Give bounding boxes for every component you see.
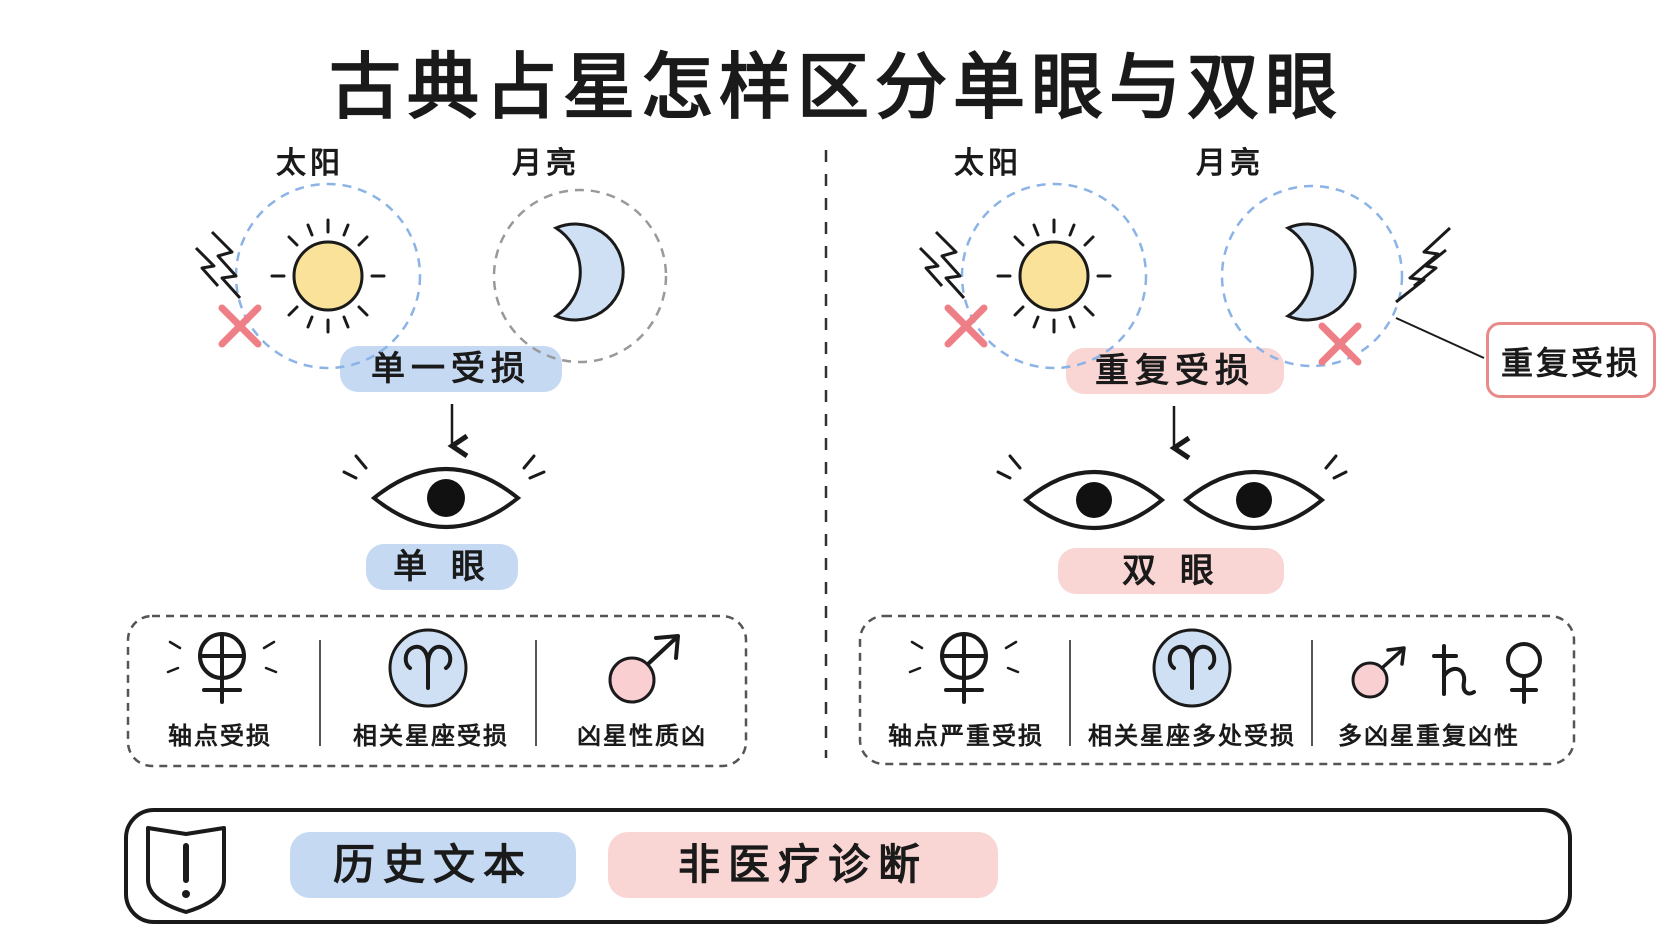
- left-factor-label-2: 相关星座受损: [353, 722, 509, 750]
- right-sun-cross-icon: [944, 304, 988, 348]
- left-sun-cross-icon: [218, 304, 262, 348]
- right-eye-right-icon: [1182, 454, 1348, 530]
- footer-tag-not-medical: 非医疗诊断: [608, 832, 998, 898]
- right-point-glyph-icon: [908, 632, 1020, 704]
- right-venus-glyph-icon: [1506, 642, 1542, 704]
- right-factor-label-3: 多凶星重复凶性: [1338, 722, 1520, 750]
- right-sun-icon: [960, 182, 1148, 370]
- right-factor-label-2: 相关星座多处受损: [1088, 722, 1296, 750]
- left-factor-label-3: 凶星性质凶: [577, 722, 707, 750]
- left-eye-icon: [342, 454, 546, 529]
- right-factor-label-1: 轴点严重受损: [888, 722, 1044, 750]
- left-sun-label: 太阳: [276, 146, 344, 181]
- double-eye-pill: 双 眼: [1058, 548, 1284, 594]
- single-affliction-pill: 单一受损: [340, 346, 562, 392]
- right-saturn-glyph-icon: [1432, 644, 1476, 696]
- callout-leader-line: [1395, 317, 1485, 359]
- right-mars-glyph-icon: [1351, 646, 1406, 699]
- right-moon-lightning-icon: [1395, 226, 1452, 304]
- left-lightning-icon: [194, 230, 242, 300]
- shield-exclamation-icon: [146, 826, 226, 914]
- right-eye-left-icon: [996, 454, 1166, 530]
- right-sun-lightning-icon: [918, 230, 966, 300]
- left-moon-label: 月亮: [512, 146, 580, 181]
- right-sun-label: 太阳: [954, 146, 1022, 181]
- repeated-affliction-callout: 重复受损: [1486, 322, 1656, 398]
- left-factor-label-1: 轴点受损: [168, 722, 272, 750]
- right-aries-glyph-icon: [1152, 628, 1232, 708]
- repeated-affliction-pill: 重复受损: [1066, 348, 1284, 394]
- left-point-glyph-icon: [166, 632, 278, 704]
- page-title: 古典占星怎样区分单眼与双眼: [328, 45, 1343, 129]
- left-factor-box: [126, 614, 748, 768]
- left-mars-glyph-icon: [608, 634, 680, 704]
- right-moon-cross-icon: [1318, 322, 1362, 366]
- single-eye-pill: 单 眼: [366, 544, 518, 590]
- footer-box: [124, 808, 1572, 924]
- footer-tag-historical-text: 历史文本: [290, 832, 576, 898]
- left-moon-icon: [492, 188, 668, 364]
- right-moon-label: 月亮: [1196, 146, 1264, 181]
- right-moon-icon: [1220, 184, 1404, 368]
- left-aries-glyph-icon: [388, 628, 468, 708]
- left-sun-icon: [234, 182, 422, 370]
